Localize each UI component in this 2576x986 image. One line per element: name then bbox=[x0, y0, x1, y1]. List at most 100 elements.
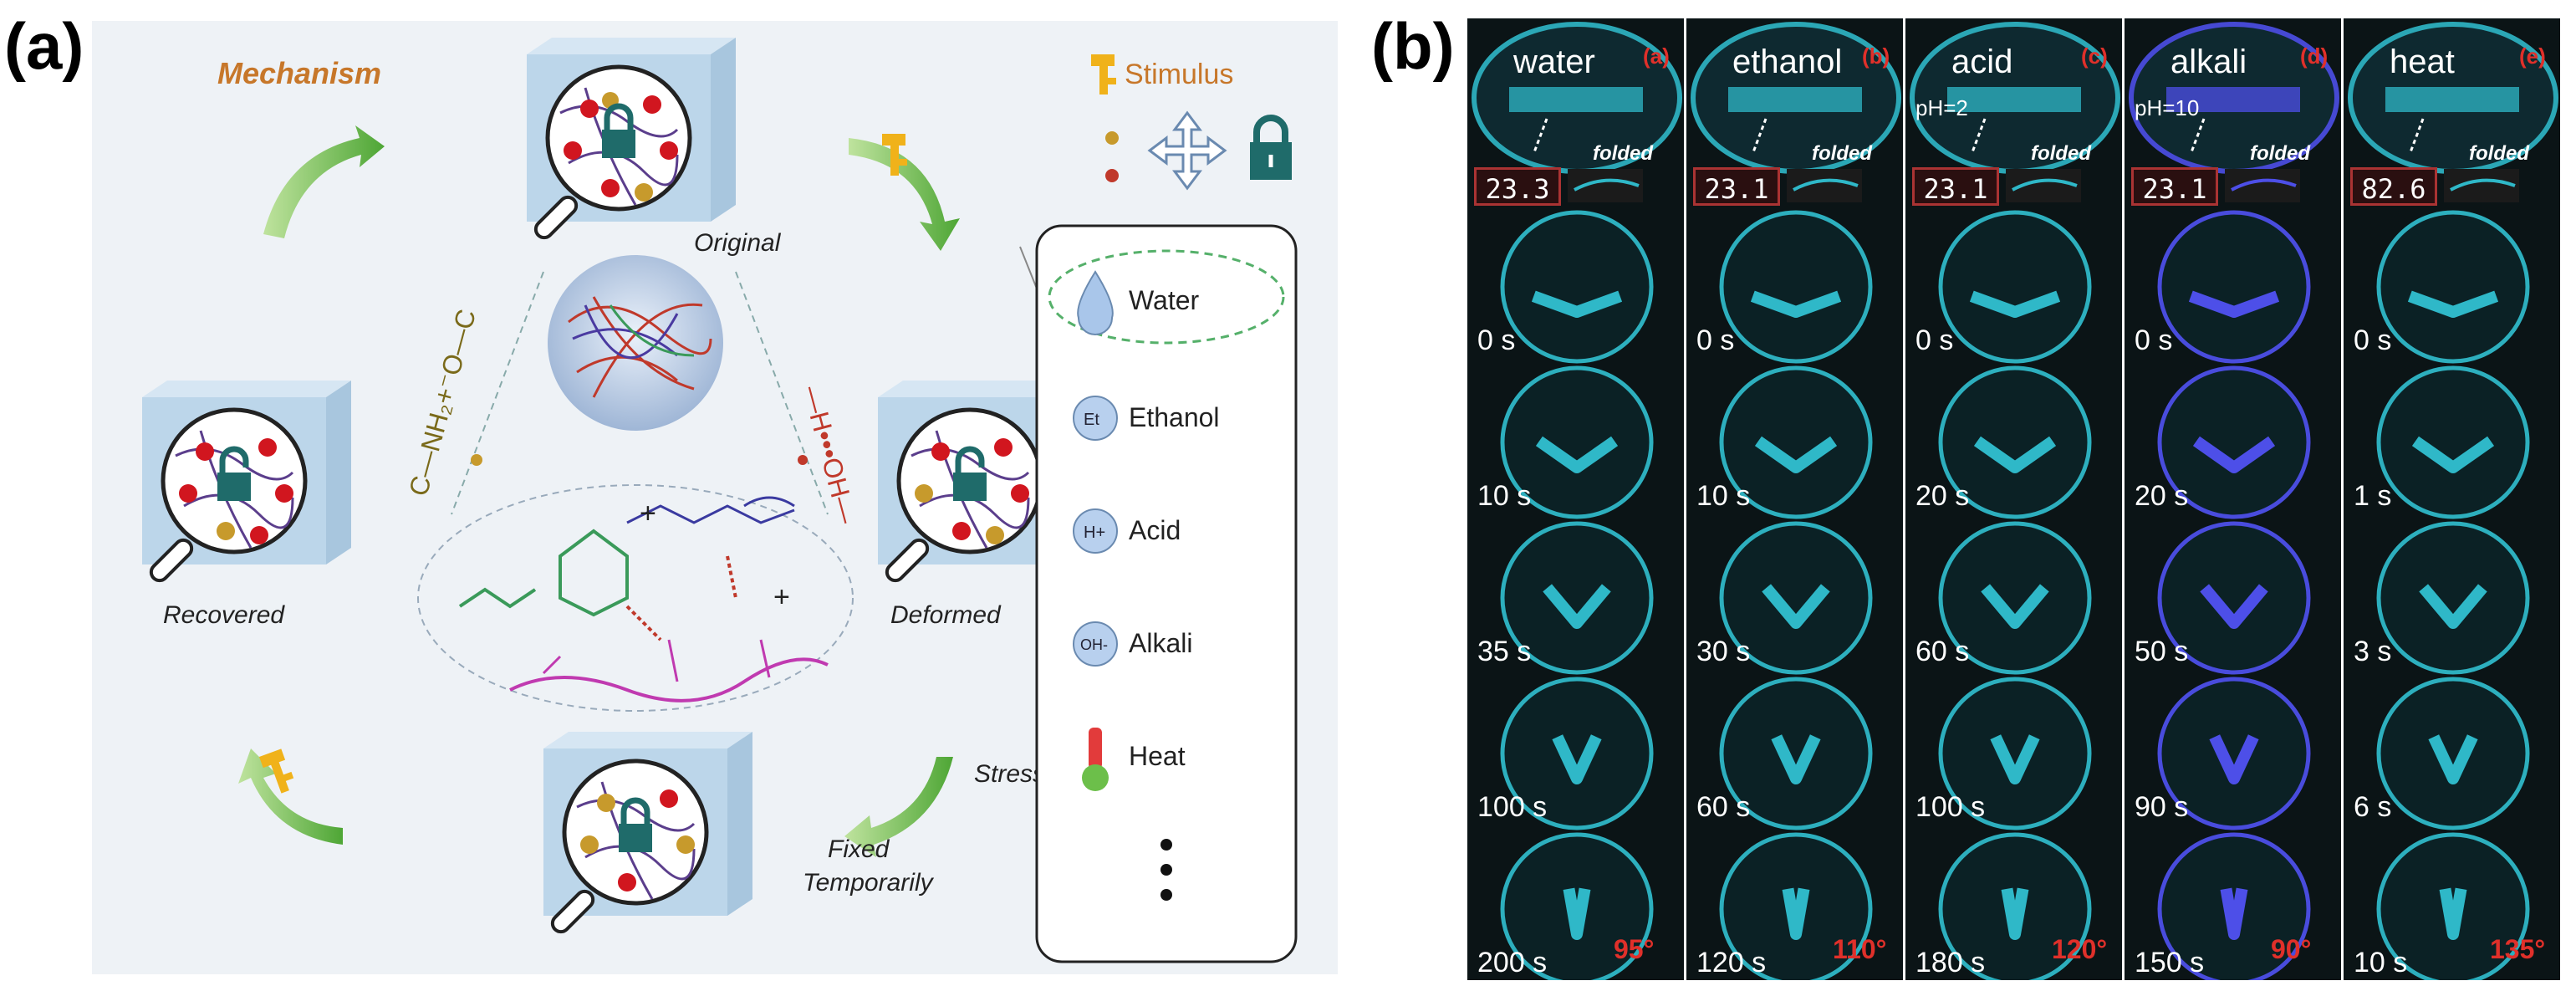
folded-pointer bbox=[2190, 118, 2206, 153]
elapsed-time-label: 10 s bbox=[1477, 480, 1532, 512]
petri-dish bbox=[1500, 521, 1654, 675]
arrow-fixed-to-recovered bbox=[238, 748, 343, 845]
column-separator bbox=[1684, 18, 1686, 980]
ion-dot bbox=[798, 455, 808, 465]
elapsed-time-label: 0 s bbox=[2354, 324, 2392, 356]
folded-label: folded bbox=[2469, 142, 2529, 165]
ion-dot-gold bbox=[1105, 131, 1119, 145]
cube-fixed-temporarily bbox=[543, 732, 752, 934]
folded-pointer bbox=[2409, 118, 2425, 153]
panel-a-label: (a) bbox=[4, 9, 84, 83]
column-title: water bbox=[1513, 43, 1595, 80]
petri-dish bbox=[1719, 677, 1873, 830]
key-icon bbox=[259, 748, 294, 794]
sample-strip bbox=[1981, 584, 2049, 629]
sample-strip bbox=[1762, 584, 1830, 629]
sample-strip bbox=[2439, 887, 2467, 940]
petri-dish bbox=[2157, 521, 2311, 675]
sample-strip bbox=[1563, 887, 1591, 940]
elapsed-time-label: 60 s bbox=[1915, 636, 1970, 667]
key-icon bbox=[1091, 54, 1116, 95]
alkali-icon-text: OH- bbox=[1080, 636, 1108, 653]
folded-sample bbox=[1574, 178, 1640, 192]
final-angle-label: 120° bbox=[2052, 934, 2108, 964]
folded-sample-inset bbox=[1787, 169, 1862, 202]
molecular-structure bbox=[417, 484, 854, 712]
ion-dot bbox=[471, 454, 482, 466]
petri-dish bbox=[2376, 677, 2530, 830]
column-title: heat bbox=[2390, 43, 2455, 80]
network-zoom bbox=[548, 255, 723, 431]
petri-dish bbox=[2157, 365, 2311, 519]
column-separator bbox=[2122, 18, 2125, 980]
column-tag: (c) bbox=[2081, 43, 2108, 69]
folded-label: folded bbox=[2250, 142, 2310, 165]
sample-strip bbox=[1535, 436, 1619, 473]
key-icon bbox=[882, 134, 907, 176]
elapsed-time-label: 10 s bbox=[2354, 947, 2408, 978]
column-title: ethanol bbox=[1732, 43, 1843, 80]
lock-icon bbox=[1250, 115, 1292, 180]
state-fixed-label-1: Fixed bbox=[828, 835, 890, 863]
sample-strip bbox=[2001, 887, 2029, 940]
column-title: acid bbox=[1951, 43, 2013, 80]
elapsed-time-label: 120 s bbox=[1696, 947, 1767, 978]
stress-label: Stress bbox=[974, 760, 1045, 788]
sample-strip bbox=[1990, 734, 2040, 784]
stimulus-ethanol: Ethanol bbox=[1129, 402, 1220, 432]
petri-dish bbox=[2157, 677, 2311, 830]
column-tag: (a) bbox=[1643, 43, 1670, 69]
stimulus-heat: Heat bbox=[1129, 741, 1186, 771]
elapsed-time-label: 0 s bbox=[2135, 324, 2173, 356]
stimulus-legend-box bbox=[1035, 224, 1298, 963]
petri-dish bbox=[1938, 365, 2092, 519]
deformation-arrows-icon bbox=[1147, 110, 1227, 191]
stimulus-water: Water bbox=[1129, 285, 1200, 315]
final-angle-label: 135° bbox=[2490, 934, 2546, 964]
cube-original bbox=[527, 38, 736, 240]
sample-strip bbox=[2419, 584, 2487, 629]
acid-icon bbox=[1073, 508, 1118, 554]
column-title: alkali bbox=[2170, 43, 2247, 80]
elapsed-time-label: 100 s bbox=[1477, 791, 1548, 823]
petri-dish bbox=[1938, 677, 2092, 830]
petri-dish bbox=[1500, 365, 1654, 519]
stimulus-acid: Acid bbox=[1129, 515, 1181, 545]
elapsed-time-label: 20 s bbox=[1915, 480, 1970, 512]
elapsed-time-label: 10 s bbox=[1696, 480, 1751, 512]
sample-strip bbox=[2188, 290, 2280, 318]
elapsed-time-label: 200 s bbox=[1477, 947, 1548, 978]
alkali-icon bbox=[1073, 621, 1118, 667]
petri-dish bbox=[1719, 365, 1873, 519]
sample-strip bbox=[1543, 584, 1611, 629]
petri-dish bbox=[1938, 521, 2092, 675]
petri-dish bbox=[1500, 210, 1654, 364]
folded-sample bbox=[1793, 178, 1859, 192]
petri-dish bbox=[2376, 365, 2530, 519]
state-recovered-label: Recovered bbox=[163, 601, 285, 629]
sample-strip bbox=[2407, 290, 2499, 318]
svg-text:+: + bbox=[773, 581, 790, 613]
folded-pointer bbox=[1971, 118, 1987, 153]
sample-strip bbox=[1969, 290, 2061, 318]
folded-label: folded bbox=[1812, 142, 1872, 165]
petri-dish bbox=[1719, 521, 1873, 675]
elapsed-time-label: 20 s bbox=[2135, 480, 2189, 512]
elapsed-time-label: 35 s bbox=[1477, 636, 1532, 667]
panel-b-label: (b) bbox=[1371, 9, 1455, 83]
temperature-readout: 23.1 bbox=[1693, 167, 1780, 206]
ellipsis-dot bbox=[1160, 889, 1172, 901]
sample-strip bbox=[1531, 290, 1623, 318]
final-angle-label: 90° bbox=[2271, 934, 2312, 964]
chem-ionic-bond-label: C—NH₂+⁻O—C bbox=[403, 306, 482, 499]
sample-strip bbox=[2411, 436, 2495, 473]
acid-icon-text: H+ bbox=[1084, 524, 1105, 542]
sample-strip bbox=[2192, 436, 2276, 473]
sample-strip bbox=[2385, 87, 2519, 112]
temperature-readout: 23.1 bbox=[1912, 167, 1999, 206]
column-separator bbox=[2560, 18, 2563, 980]
elapsed-time-label: 6 s bbox=[2354, 791, 2392, 823]
water-drop-icon bbox=[1077, 270, 1114, 335]
state-original-label: Original bbox=[694, 229, 782, 257]
